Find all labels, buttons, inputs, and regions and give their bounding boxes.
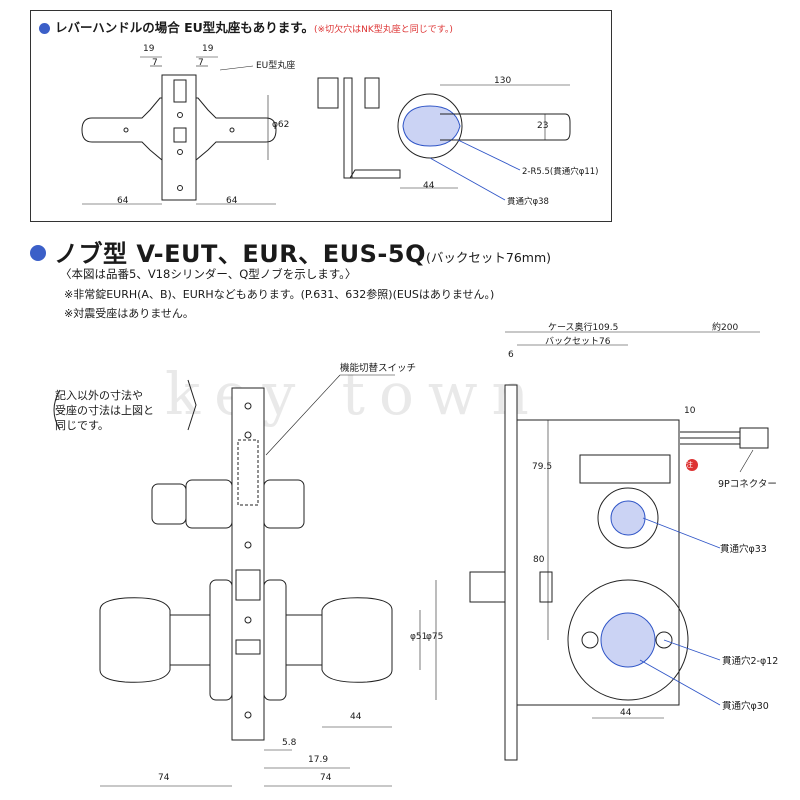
- dim-backset: バックセット76: [545, 337, 611, 347]
- caution-badge: 注: [686, 461, 693, 469]
- dim-17-9: 17.9: [308, 755, 329, 765]
- panel-title-note: (※切欠穴はNK型丸座と同じです。): [314, 25, 453, 35]
- label-through30: 貫通穴φ30: [722, 701, 769, 712]
- dim-10: 10: [684, 406, 696, 416]
- heading-backset: (バックセット76mm): [426, 250, 552, 265]
- dim-80: 80: [533, 555, 545, 565]
- dim-44-side: 44: [620, 708, 632, 718]
- label-through33: 貫通穴φ33: [720, 544, 767, 555]
- knob-front-view: [53, 374, 437, 787]
- heading-title: ノブ型 V-EUT、EUR、EUS-5Q: [54, 240, 426, 268]
- dim-phi75: φ75: [426, 632, 444, 642]
- dim-approx200: 約200: [712, 323, 739, 333]
- dim-74a: 74: [158, 773, 170, 783]
- dim-phi51: φ51: [410, 632, 428, 642]
- dim-7a: 7: [152, 58, 158, 68]
- dim-19a: 19: [143, 44, 155, 54]
- dim-44-top: 44: [423, 181, 435, 191]
- label-through12: 貫通穴2-φ12: [722, 656, 779, 667]
- lever-handle-panel: レバーハンドルの場合 EU型丸座もあります。(※切欠穴はNK型丸座と同じです。): [30, 10, 612, 222]
- panel-title: レバーハンドルの場合 EU型丸座もあります。(※切欠穴はNK型丸座と同じです。): [39, 17, 453, 36]
- dim-79-5: 79.5: [532, 462, 553, 472]
- label-eu-rosette: EU型丸座: [256, 61, 296, 71]
- dim-130: 130: [494, 76, 512, 86]
- note-emergency: ※非常錠EURH(A、B)、EURHなどもあります。(P.631、632参照)(…: [64, 288, 495, 301]
- dim-7b: 7: [198, 58, 204, 68]
- label-r55: 2-R5.5(貫通穴φ11): [522, 167, 599, 177]
- note-model: 〈本図は品番5、V18シリンダー、Q型ノブを示します。〉: [60, 267, 357, 281]
- dim-5-8: 5.8: [282, 738, 297, 748]
- label-9p-connector: 9Pコネクター: [718, 479, 777, 490]
- bullet-dot-icon: [39, 23, 50, 34]
- watermark: key town: [165, 360, 543, 428]
- dim-6: 6: [508, 350, 514, 360]
- label-function-switch: 機能切替スイッチ: [340, 363, 417, 374]
- label-through38: 貫通穴φ38: [507, 197, 549, 207]
- knob-side-view: [469, 331, 769, 761]
- knob-type-heading: ノブ型 V-EUT、EUR、EUS-5Q(バックセット76mm): [30, 234, 551, 269]
- note-seismic: ※対震受座はありません。: [64, 307, 194, 320]
- dim-44-front: 44: [350, 712, 362, 722]
- dim-19b: 19: [202, 44, 214, 54]
- dim-64b: 64: [226, 196, 238, 206]
- dim-case-depth: ケース奥行109.5: [548, 323, 619, 333]
- dim-74b: 74: [320, 773, 332, 783]
- lever-side-view: [317, 77, 571, 201]
- callout-note: 記入以外の寸法や 受座の寸法は上図と 同じです。: [55, 389, 154, 432]
- lever-front-view: [81, 56, 277, 205]
- heading-dot-icon: [30, 245, 46, 261]
- dim-phi62: φ62: [272, 120, 290, 130]
- dim-64a: 64: [117, 196, 129, 206]
- dim-23: 23: [537, 121, 549, 131]
